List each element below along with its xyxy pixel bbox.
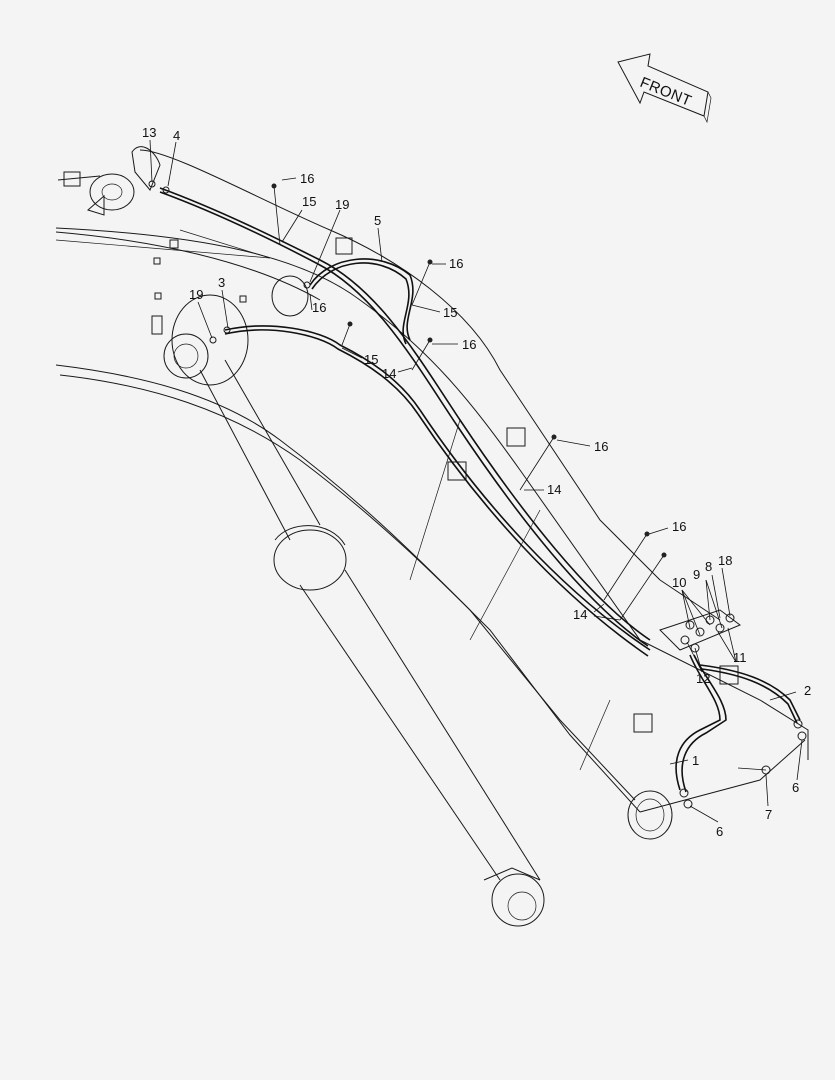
callout-6: 6 [716, 824, 723, 839]
hose-fittings [148, 180, 807, 809]
front-arrow: FRONT [617, 53, 712, 124]
clamp-bolts [271, 183, 667, 621]
arm-body [55, 146, 809, 840]
callout-15: 15 [302, 194, 316, 209]
callout-labels: 13 4 16 15 19 5 16 3 19 16 15 16 15 14 1… [142, 125, 811, 839]
callout-15: 15 [364, 352, 378, 367]
callout-14: 14 [547, 482, 561, 497]
callout-15: 15 [443, 305, 457, 320]
callout-3: 3 [218, 275, 225, 290]
callout-19: 19 [335, 197, 349, 212]
callout-16: 16 [312, 300, 326, 315]
valve-block [659, 609, 741, 653]
callout-16: 16 [300, 171, 314, 186]
callout-14: 14 [573, 607, 587, 622]
callout-12: 12 [696, 671, 710, 686]
callout-16: 16 [672, 519, 686, 534]
front-label: FRONT [638, 74, 695, 110]
callout-9: 9 [693, 567, 700, 582]
mounting-brackets [151, 237, 739, 733]
callout-19: 19 [189, 287, 203, 302]
callout-11: 11 [733, 650, 747, 665]
callout-16: 16 [594, 439, 608, 454]
callout-1: 1 [692, 753, 699, 768]
callout-6: 6 [792, 780, 799, 795]
callout-2: 2 [804, 683, 811, 698]
leader-lines [149, 139, 803, 823]
bucket-cylinder [163, 275, 545, 927]
callout-14: 14 [382, 366, 396, 381]
callout-5: 5 [374, 213, 381, 228]
callout-18: 18 [718, 553, 732, 568]
callout-10: 10 [672, 575, 686, 590]
callout-16: 16 [462, 337, 476, 352]
callout-8: 8 [705, 559, 712, 574]
hydraulic-hoses [159, 187, 801, 793]
callout-4: 4 [173, 128, 180, 143]
callout-7: 7 [765, 807, 772, 822]
callout-16: 16 [449, 256, 463, 271]
callout-13: 13 [142, 125, 156, 140]
